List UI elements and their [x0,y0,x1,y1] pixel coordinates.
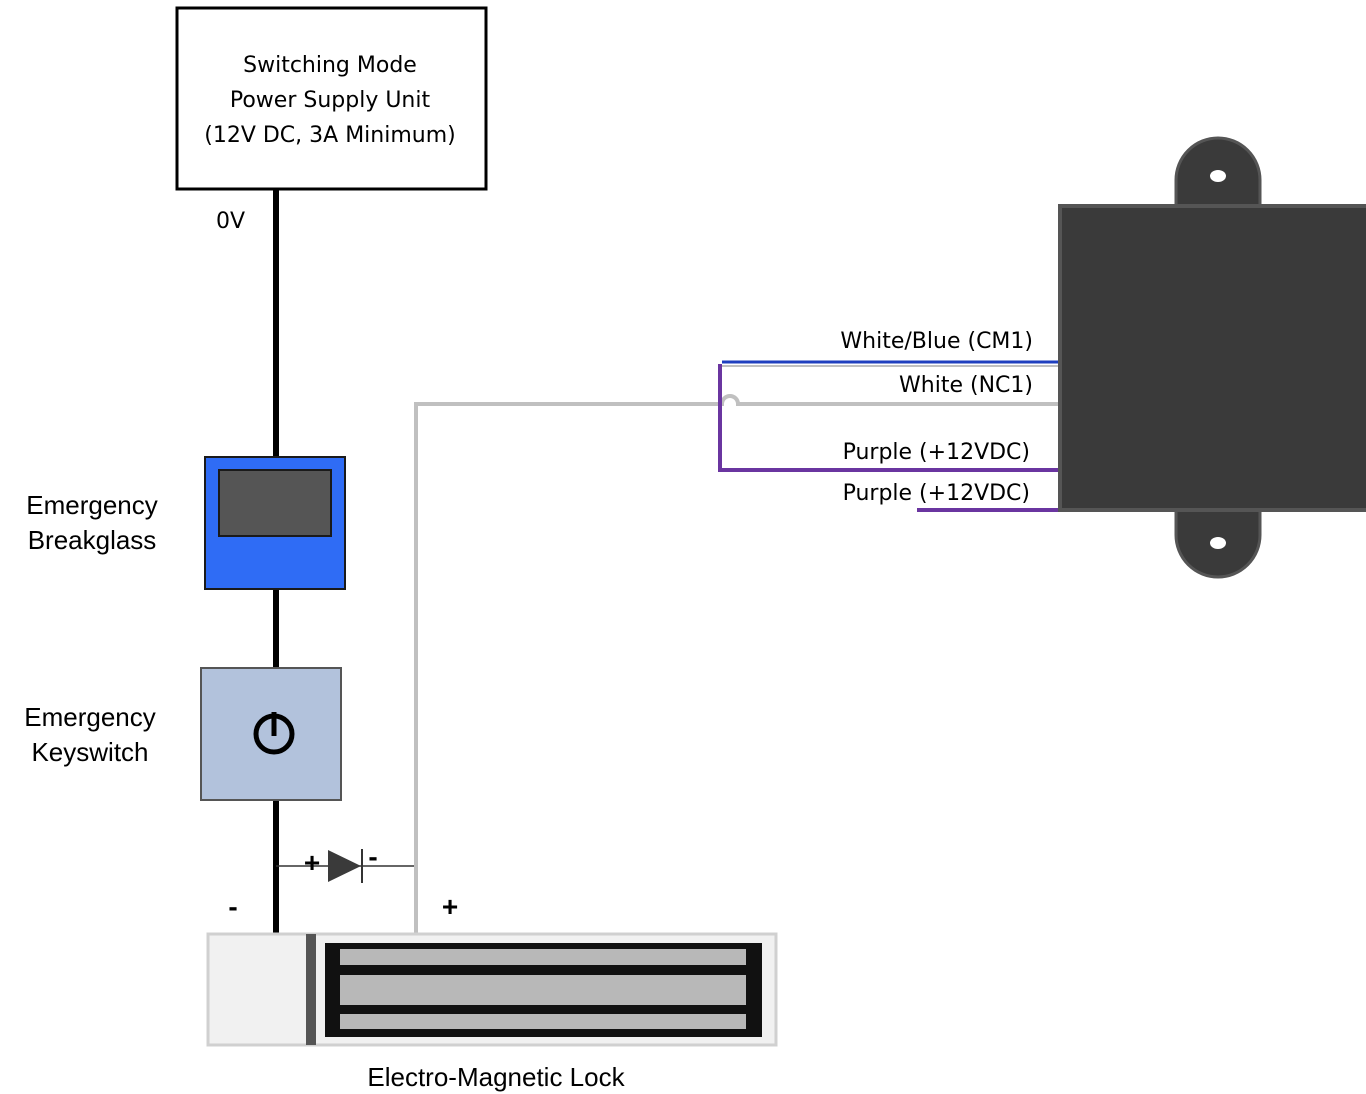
diode-plus-label: + [304,847,320,878]
mounting-hole-top [1210,170,1226,182]
keyswitch-label-line-1: Emergency [24,702,156,732]
suppression-diode [276,849,416,883]
wire-label-white-blue-cm1: White/Blue (CM1) [840,329,1033,354]
maglock-positive-label: + [442,891,458,922]
breakglass-label-line-1: Emergency [26,490,158,520]
wire-label-white-nc1: White (NC1) [899,373,1033,398]
emergency-breakglass [204,456,346,590]
wire-white-nc1 [414,394,1060,935]
emergency-keyswitch [200,667,342,801]
keyswitch-label-line-2: Keyswitch [31,737,148,767]
psu-label-line-3: (12V DC, 3A Minimum) [204,123,456,148]
maglock-negative-label: - [228,891,237,922]
wire-purple-jumper [718,364,1060,472]
wire-label-purple-2: Purple (+12VDC) [843,481,1030,506]
power-symbol-icon [253,712,295,755]
psu-0v-label: 0V [216,209,245,234]
mounting-hole-bottom [1210,537,1226,549]
psu-label-line-2: Power Supply Unit [230,88,431,113]
relay-controller-module [1058,136,1366,579]
maglock-label: Electro-Magnetic Lock [367,1062,625,1092]
psu-label-line-1: Switching Mode [243,53,417,78]
electro-magnetic-lock [206,932,778,1047]
power-supply-unit: Switching Mode Power Supply Unit (12V DC… [175,6,488,191]
wire-label-purple-1: Purple (+12VDC) [843,440,1030,465]
diode-minus-label: - [368,841,377,872]
breakglass-label-line-2: Breakglass [28,525,157,555]
